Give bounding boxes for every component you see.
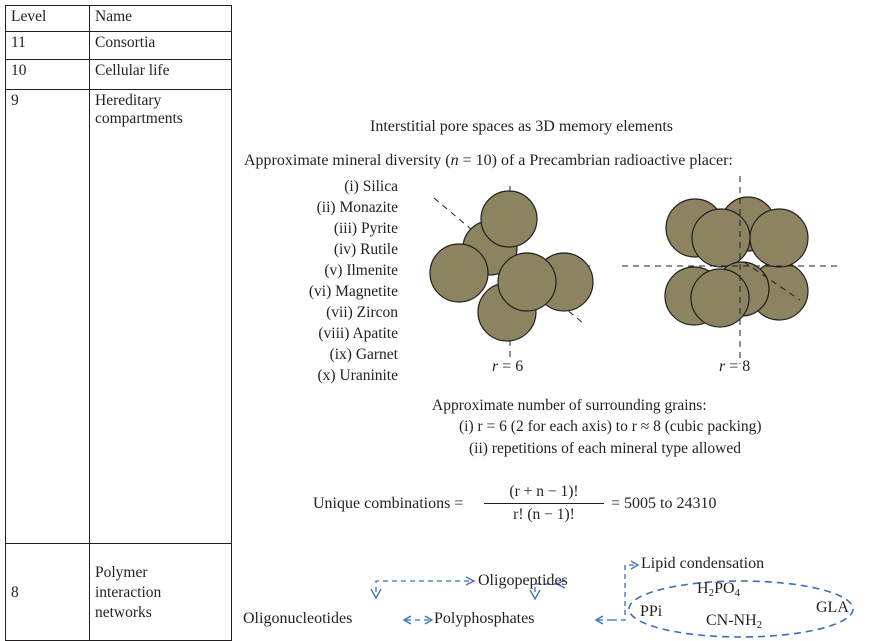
label-value: = 6 (498, 358, 524, 375)
formula-numerator: (r + n − 1)! (509, 483, 579, 500)
row-name: Cellular life (89, 59, 232, 90)
arrowhead (630, 560, 640, 570)
node-polyphosphates: Polyphosphates (434, 610, 535, 627)
dashed-arrow (612, 564, 636, 621)
h2po4-sub: 4 (734, 587, 741, 599)
row-level: 8 (5, 543, 90, 641)
mineral-item: (iii) Pyrite (333, 220, 398, 237)
row-name: Hereditary compartments (89, 89, 232, 544)
arrowhead (370, 588, 382, 600)
surrounding-item: (ii) repetitions of each mineral type al… (469, 440, 742, 457)
grain-circle (690, 268, 750, 328)
row-level: 9 (5, 89, 90, 544)
mineral-item: (viii) Apatite (318, 325, 398, 342)
subtitle-post: = 10) of a Precambrian radioactive place… (458, 152, 733, 169)
table-row: 11 Consortia (5, 31, 232, 60)
grain-circle (480, 190, 538, 248)
header-level: Level (5, 5, 90, 32)
mineral-item: (i) Silica (344, 178, 398, 195)
reactant-cnnh2: CN-NH2 (706, 612, 762, 631)
arrowheads (370, 560, 640, 625)
row-name: Consortia (89, 31, 232, 60)
table-row: 8 Polymer interaction networks (5, 543, 232, 641)
cluster-r8 (622, 176, 842, 364)
header-name: Name (89, 5, 232, 32)
mineral-item: (x) Uraninite (317, 367, 398, 384)
cluster-left-label: r = 6 (492, 358, 523, 376)
table-row: 9 Hereditary compartments (5, 89, 232, 544)
grain-circle (429, 243, 489, 303)
formula-denominator: r! (n − 1)! (513, 506, 575, 523)
reactant-ellipse (628, 580, 854, 638)
cnnh2-sub: 2 (756, 619, 763, 631)
label-r: r (719, 358, 726, 375)
row-name-line: interaction (95, 584, 162, 601)
h2po4-h: H (697, 580, 709, 597)
mineral-item: (iv) Rutile (333, 241, 398, 258)
arrowhead (594, 615, 604, 625)
mineral-item: (v) Ilmenite (324, 262, 398, 279)
row-name: Polymer interaction networks (89, 543, 232, 641)
levels-table: Level Name 11 Consortia 10 Cellular life… (5, 5, 232, 641)
network-arrow-group (375, 564, 854, 638)
label-r: r (492, 358, 499, 375)
table-header-row: Level Name (5, 5, 232, 32)
mineral-item: (ix) Garnet (329, 346, 398, 363)
fraction-bar (484, 503, 604, 504)
subtitle-n: n (450, 152, 459, 169)
dashed-arrow (375, 580, 472, 592)
dashed-arrow (534, 583, 559, 594)
row-name-line: Hereditary (95, 92, 162, 109)
surrounding-title: Approximate number of surrounding grains… (432, 397, 707, 414)
node-oligopeptides: Oligopeptides (478, 572, 568, 589)
cnnh2-base: CN-NH (706, 612, 757, 629)
surrounding-item: (i) r = 6 (2 for each axis) to r ≈ 8 (cu… (459, 418, 762, 435)
formula-fraction: (r + n − 1)! r! (n − 1)! (484, 483, 604, 524)
formula-rhs: = 5005 to 24310 (611, 495, 717, 512)
arrowhead (555, 579, 566, 589)
node-lipid-condensation: Lipid condensation (641, 555, 765, 572)
label-value: = 8 (725, 358, 751, 375)
diagram-subtitle: Approximate mineral diversity (n = 10) o… (244, 152, 733, 170)
row-name-line: compartments (95, 110, 183, 127)
mineral-item: (vii) Zircon (326, 304, 398, 321)
axis-line (743, 261, 801, 301)
diagram-title: Interstitial pore spaces as 3D memory el… (370, 118, 674, 135)
reactant-h2po4: H2PO4 (697, 580, 740, 599)
reactant-ppi: PPi (640, 603, 663, 620)
h2po4-po: PO (714, 580, 735, 597)
arrowhead (402, 615, 412, 625)
mineral-item: (vi) Magnetite (308, 283, 398, 300)
cluster-right-label: r = 8 (719, 358, 750, 376)
arrowhead (529, 589, 541, 601)
arrowhead (465, 576, 476, 586)
grain-circle (497, 252, 557, 312)
cluster-r6 (429, 186, 594, 360)
h2po4-sub: 2 (708, 587, 715, 599)
grain-circle (691, 208, 751, 268)
formula-lhs: Unique combinations = (313, 495, 464, 512)
row-name-line: networks (95, 604, 152, 621)
node-oligonucleotides: Oligonucleotides (243, 610, 353, 627)
subtitle-pre: Approximate mineral diversity ( (244, 152, 451, 169)
reactant-gla: GLA (816, 599, 849, 616)
row-name-line: Polymer (95, 564, 148, 581)
mineral-item: (ii) Monazite (316, 199, 398, 216)
table-row: 10 Cellular life (5, 59, 232, 90)
arrowhead (424, 615, 434, 625)
